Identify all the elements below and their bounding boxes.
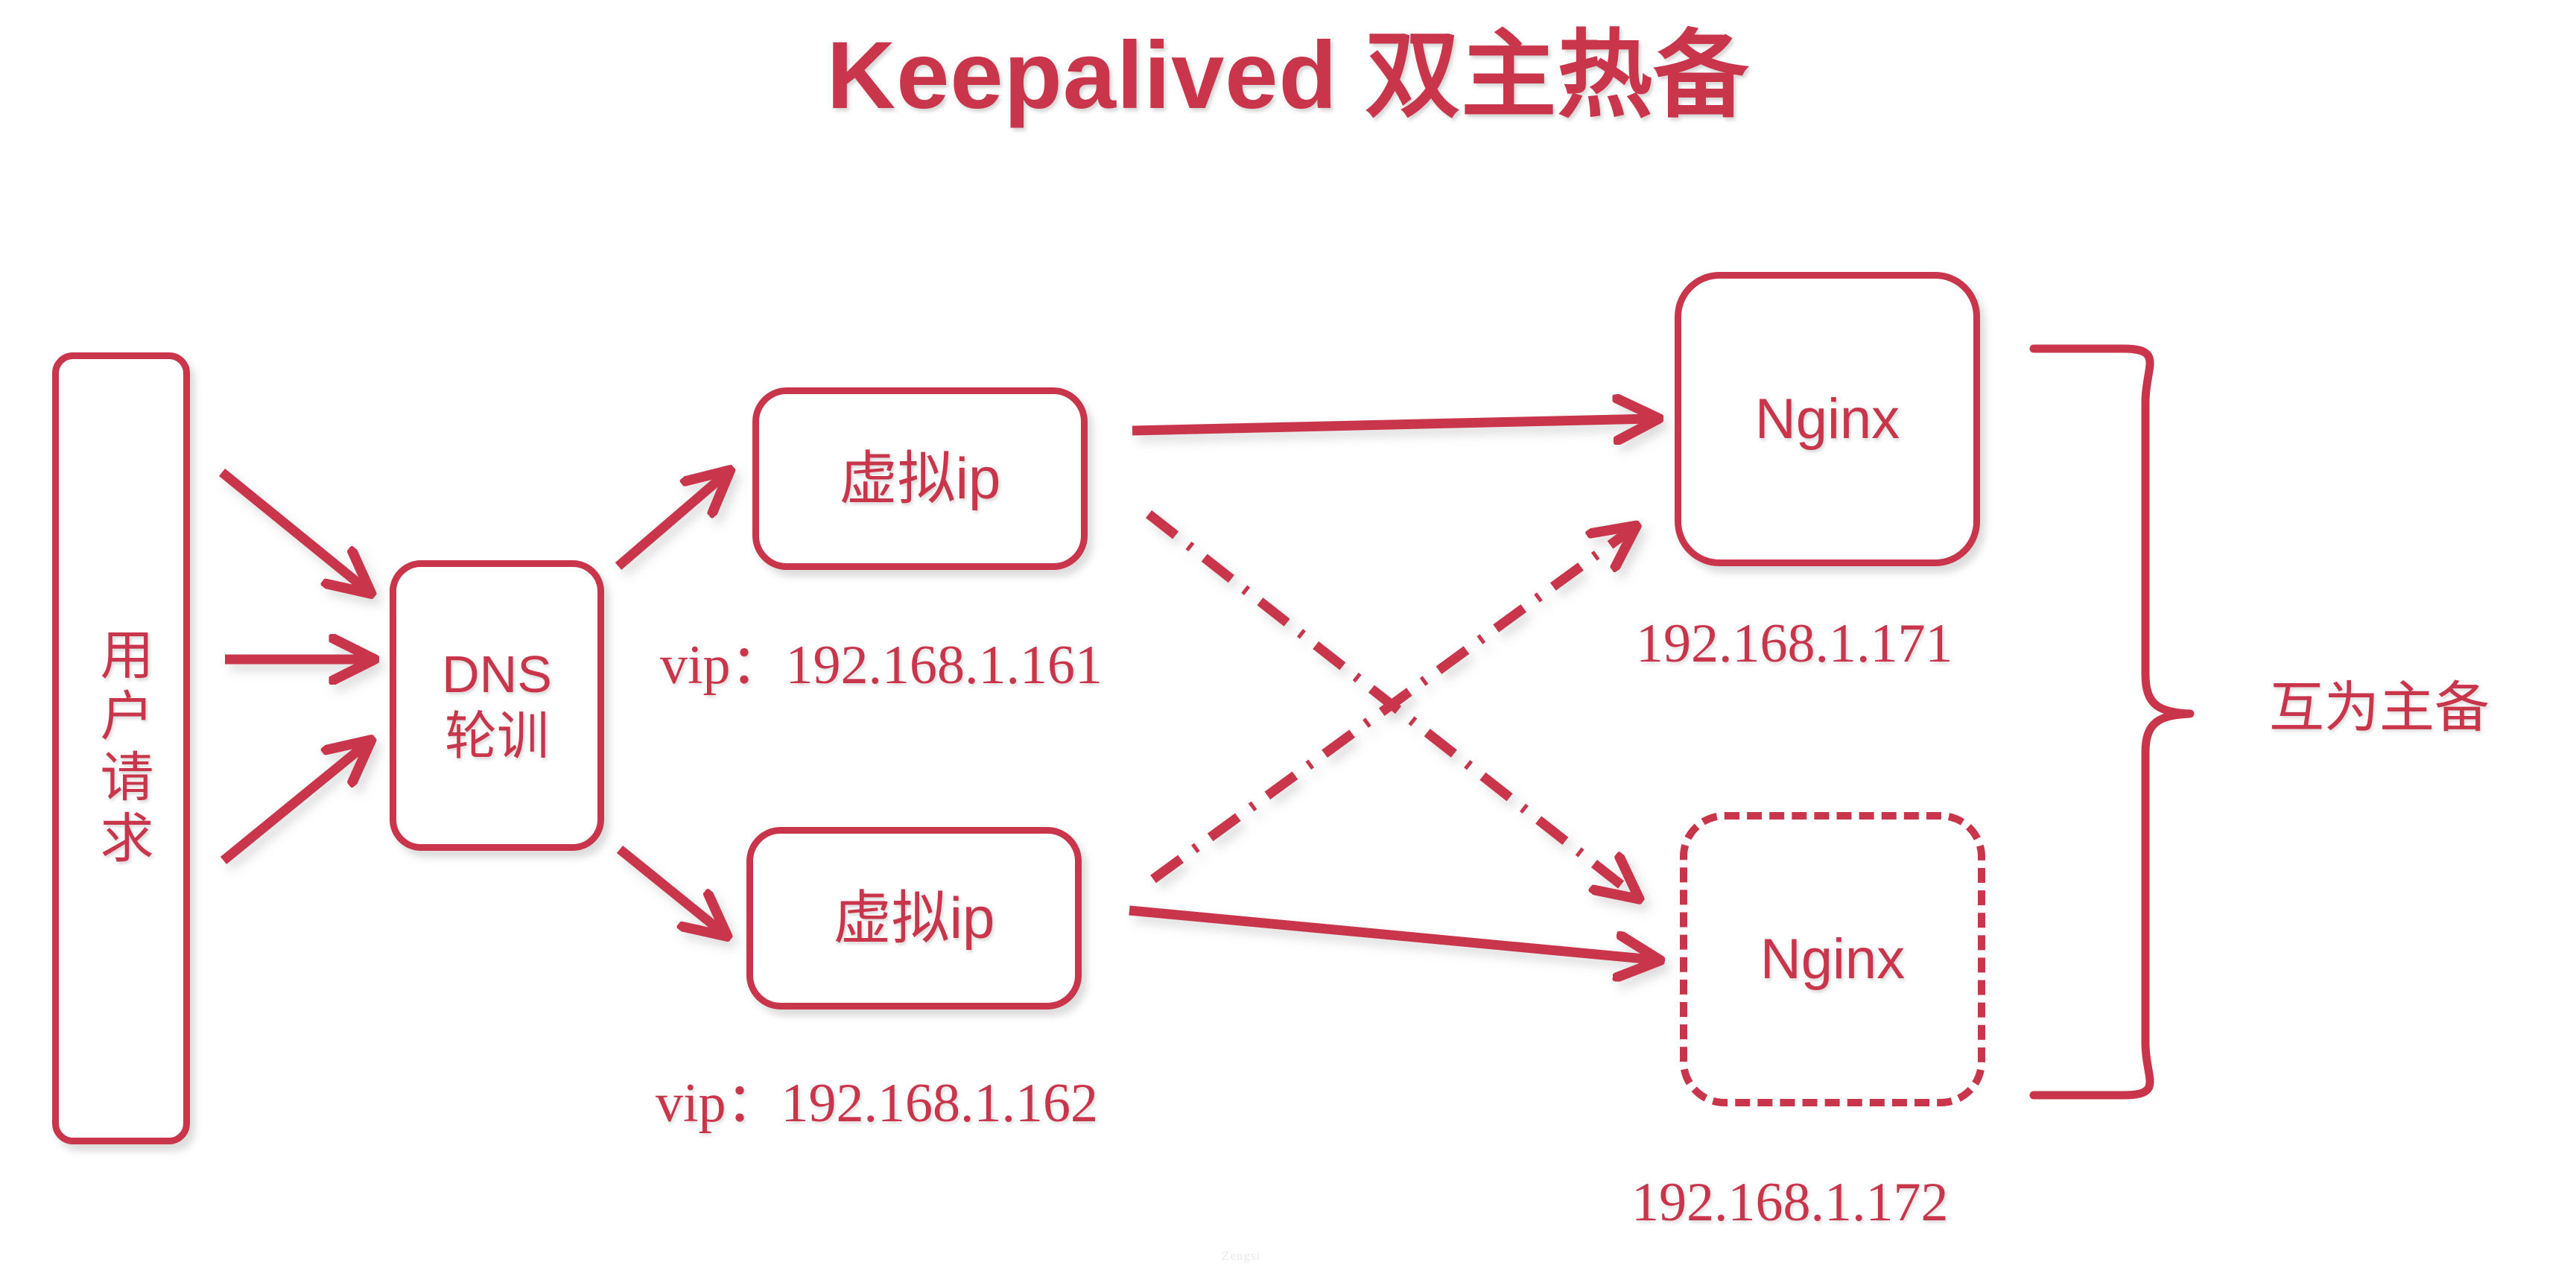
edge-vip1-nginx1 (1132, 419, 1651, 431)
node-nginx-standby-label: Nginx (1760, 927, 1906, 991)
node-virtual-ip-1[interactable]: 虚拟ip (752, 387, 1088, 570)
node-dns-label-line2: 轮训 (445, 707, 549, 765)
node-virtual-ip-2-label: 虚拟ip (833, 885, 995, 951)
edge-dns-vip1 (615, 475, 724, 570)
caption-vip-2-address: vip：192.168.1.162 (656, 1073, 1099, 1134)
caption-mutual-backup: 互为主备 (2269, 676, 2490, 738)
edge-user-dns-top (218, 468, 365, 589)
edge-dns-vip2 (616, 845, 721, 931)
caption-nginx-primary-address: 192.168.1.171 (1636, 613, 1953, 674)
caption-nginx-standby-address: 192.168.1.172 (1631, 1172, 1949, 1233)
page-title: Keepalived 双主热备 (826, 22, 1750, 129)
node-nginx-standby[interactable]: Nginx (1680, 812, 1985, 1106)
node-nginx-primary-label: Nginx (1754, 387, 1900, 451)
node-nginx-primary[interactable]: Nginx (1675, 272, 1980, 566)
node-user-request-label: 用户请求 (91, 626, 151, 871)
caption-vip-1-address: vip：192.168.1.161 (660, 635, 1103, 696)
node-user-request[interactable]: 用户请求 (52, 352, 190, 1144)
edge-vip2-nginx2 (1129, 905, 1652, 960)
edge-vip2-nginx1 (1150, 530, 1630, 884)
node-dns[interactable]: DNS 轮训 (390, 560, 604, 851)
node-virtual-ip-1-label: 虚拟ip (839, 446, 1001, 512)
node-virtual-ip-2[interactable]: 虚拟ip (746, 827, 1082, 1009)
group-brace (2029, 344, 2195, 1100)
edge-vip1-nginx2 (1145, 510, 1633, 894)
node-dns-label-line1: DNS (442, 645, 552, 704)
edge-user-dns-bottom (220, 745, 365, 865)
watermark: Zengsi (1222, 1249, 1261, 1263)
